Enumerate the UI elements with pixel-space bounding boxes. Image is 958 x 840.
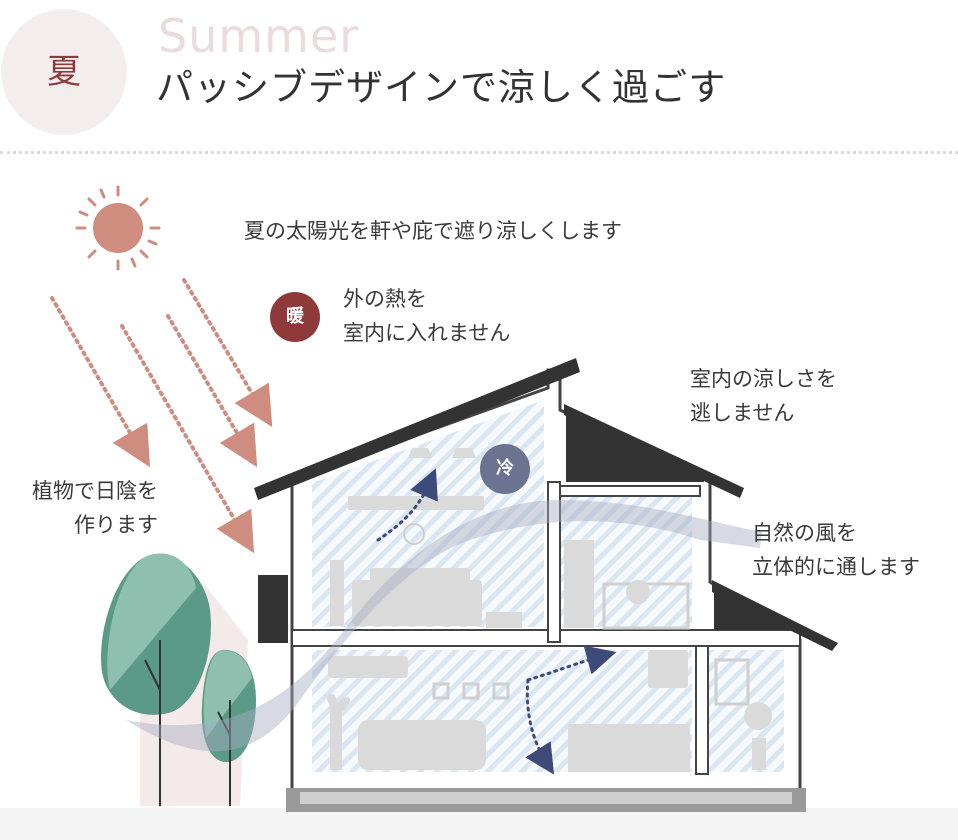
plants-shade-line-2: 作ります (74, 513, 158, 537)
season-english-label: Summer (158, 9, 360, 63)
plants-shade-line-1: 植物で日陰を (32, 479, 158, 503)
natural-wind-note: 自然の風を 立体的に通します (752, 516, 920, 584)
ground (0, 808, 958, 840)
plants-shade-note: 植物で日陰を 作ります (4, 474, 158, 542)
cool-badge: 冷 (480, 444, 530, 494)
sunlight-rays (50, 278, 273, 554)
header: 夏 Summer パッシブデザインで涼しく過ごす (0, 0, 958, 155)
keep-cool-note: 室内の涼しさを 逃しません (690, 362, 837, 430)
keep-cool-line-2: 逃しません (690, 401, 795, 425)
season-kanji: 夏 (47, 52, 81, 92)
page-title: パッシブデザインで涼しく過ごす (156, 66, 727, 109)
outside-heat-note: 外の熱を 室内に入れません (343, 282, 510, 350)
natural-wind-line-2: 立体的に通します (752, 555, 920, 579)
tree-icon (101, 553, 256, 806)
sun-shade-text: 夏の太陽光を軒や庇で遮り涼しくします (244, 219, 622, 243)
natural-wind-line-1: 自然の風を (752, 521, 857, 545)
indoor-airflow (376, 468, 617, 775)
furniture (327, 448, 772, 772)
warm-badge: 暖 (270, 292, 320, 342)
cool-badge-label: 冷 (496, 458, 514, 479)
season-circle (2, 10, 126, 134)
sun-icon (75, 185, 161, 271)
outside-heat-line-1: 外の熱を (343, 287, 427, 311)
sun-shade-note: 夏の太陽光を軒や庇で遮り涼しくします (244, 214, 622, 248)
keep-cool-line-1: 室内の涼しさを (690, 367, 837, 391)
warm-badge-label: 暖 (286, 306, 304, 327)
dotted-divider (0, 151, 958, 154)
outside-heat-line-2: 室内に入れません (343, 321, 511, 345)
natural-wind-flow (126, 500, 762, 752)
